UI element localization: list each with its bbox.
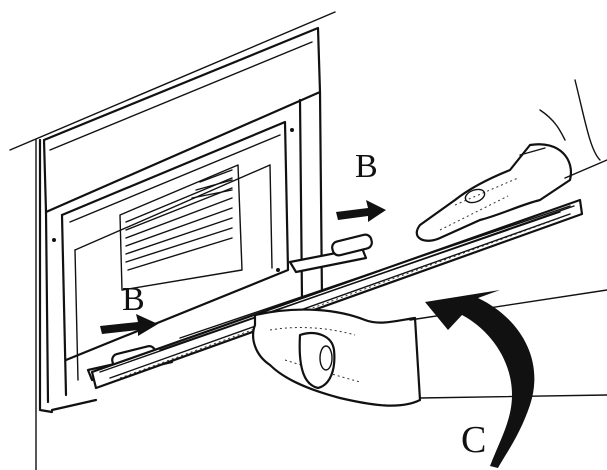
fan-grill <box>119 164 243 291</box>
label-b-right: B <box>355 148 378 185</box>
baking-tray-icon <box>90 198 584 390</box>
label-c: C <box>461 419 487 461</box>
cabinet-lines <box>9 11 336 470</box>
curved-arrow-icon <box>425 290 535 468</box>
arrow-right-icon-left <box>100 314 158 336</box>
oven-icon <box>38 26 324 414</box>
oven-glove-icon-front <box>252 289 607 407</box>
oven-glove-icon <box>415 79 607 242</box>
arrow-right-icon <box>336 200 386 222</box>
label-b-left: B <box>122 281 145 318</box>
